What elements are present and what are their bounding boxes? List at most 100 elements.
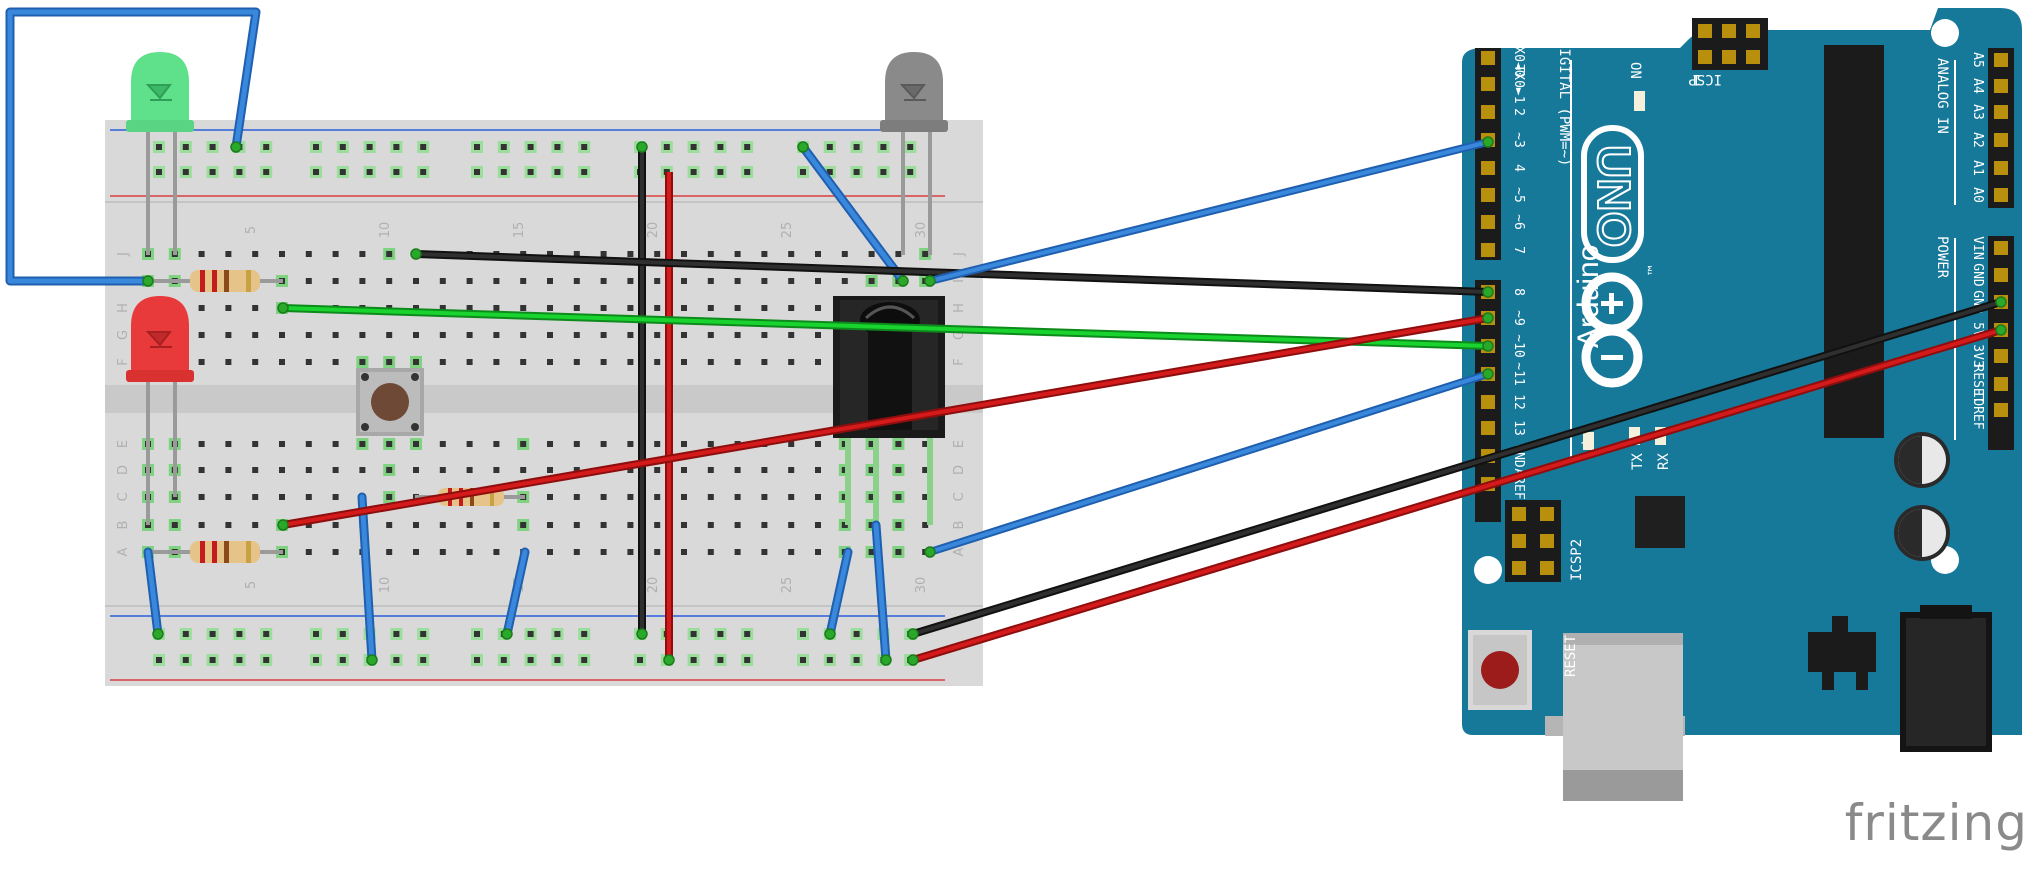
breadboard-hole [654,467,661,473]
power-pin[interactable] [1994,377,2008,391]
analog-pin-label: A4 [1970,78,1985,94]
short-blue-wires[interactable] [143,142,908,665]
breadboard-hole [895,251,902,257]
digital-pin[interactable] [1481,215,1495,229]
row-letter: D [116,465,131,475]
breadboard-hole [252,305,259,311]
breadboard-hole [734,332,741,338]
breadboard-hole [573,305,580,311]
push-button[interactable] [356,368,424,436]
row-letter: J [116,252,131,257]
analog-pin[interactable] [1994,161,2008,175]
breadboard-hole [815,441,821,447]
wire-end [1995,296,2007,308]
analog-pin[interactable] [1994,105,2008,119]
analog-pin[interactable] [1994,133,2008,147]
rail-hole [880,169,887,175]
reset-button-cap[interactable] [1481,651,1519,689]
breadboard-hole [788,494,795,500]
digital-pin[interactable] [1481,51,1495,65]
power-pin[interactable] [1994,268,2008,282]
breadboard-hole [171,522,178,528]
breadboard-hole [654,332,661,338]
breadboard-hole [225,251,232,257]
breadboard-hole [279,441,285,447]
breadboard-hole [573,441,580,447]
rail-hole [527,657,534,663]
digital-pin[interactable] [1481,188,1495,202]
breadboard-hole [681,332,687,338]
breadboard-hole [707,441,714,447]
analog-pin[interactable] [1994,79,2008,93]
breadboard-hole [439,359,446,365]
breadboard-hole [573,522,580,528]
column-number-top: 20 [646,222,661,239]
breadboard-hole [279,251,285,257]
digital-pin-label: 2 [1511,108,1526,116]
digital-pin[interactable] [1481,161,1495,175]
power-pin-label: GND [1970,263,1985,287]
rail-hole [156,657,162,663]
breadboard-hole [654,305,661,311]
digital-pin[interactable] [1481,395,1495,409]
breadboard-hole [815,251,821,257]
icsp2-pins [1512,507,1554,575]
breadboard-hole [225,359,232,365]
breadboard-hole [332,522,339,528]
breadboard-hole [225,305,232,311]
breadboard-hole [386,467,393,473]
wire-end [142,275,154,287]
push-button-cap[interactable] [371,383,409,421]
row-letter: I [952,279,967,283]
analog-pin[interactable] [1994,188,2008,202]
power-pin[interactable] [1994,403,2008,417]
breadboard-hole [386,332,393,338]
breadboard-hole [707,332,714,338]
breadboard-hole [332,251,339,257]
analog-pin[interactable] [1994,53,2008,67]
rail-hole [420,169,427,175]
rail-hole [393,657,400,663]
breadboard-hole [654,359,661,365]
digital-pin[interactable] [1481,105,1495,119]
rail-hole [717,144,724,150]
breadboard-hole [654,278,661,284]
breadboard-hole [466,549,473,555]
breadboard-hole [761,278,768,284]
breadboard-hole [841,494,848,500]
breadboard-hole [386,522,393,528]
breadboard-hole [734,251,741,257]
breadboard-hole [466,441,473,447]
breadboard-hole [198,441,205,447]
breadboard-hole [279,494,285,500]
power-pin[interactable] [1994,349,2008,363]
icsp-pin1-label: 1 [1693,71,1701,87]
power-pin[interactable] [1994,241,2008,255]
breadboard-hole [252,441,259,447]
on-led [1634,91,1645,111]
breadboard-hole [868,467,875,473]
breadboard-hole [573,494,580,500]
breadboard-hole [707,278,714,284]
breadboard-hole [439,441,446,447]
column-number-top: 25 [780,222,795,239]
breadboard-hole [761,467,768,473]
rail-hole [339,169,346,175]
power-pin-label: 3V3 [1970,344,1985,367]
icsp-label: ICSP [1688,71,1722,87]
digital-pin[interactable] [1481,421,1495,435]
breadboard-hole [332,441,339,447]
wire-blue[interactable] [7,9,259,284]
breadboard-hole [788,278,795,284]
column-number-bottom: 20 [646,577,661,594]
wire-end-caps [142,136,2007,666]
digital-pin[interactable] [1481,243,1495,257]
breadboard-hole [573,278,580,284]
digital-pin[interactable] [1481,77,1495,91]
wire-end [277,302,289,314]
rail-hole [313,169,319,175]
breadboard-hole [305,332,312,338]
reset-button[interactable] [1468,630,1532,710]
